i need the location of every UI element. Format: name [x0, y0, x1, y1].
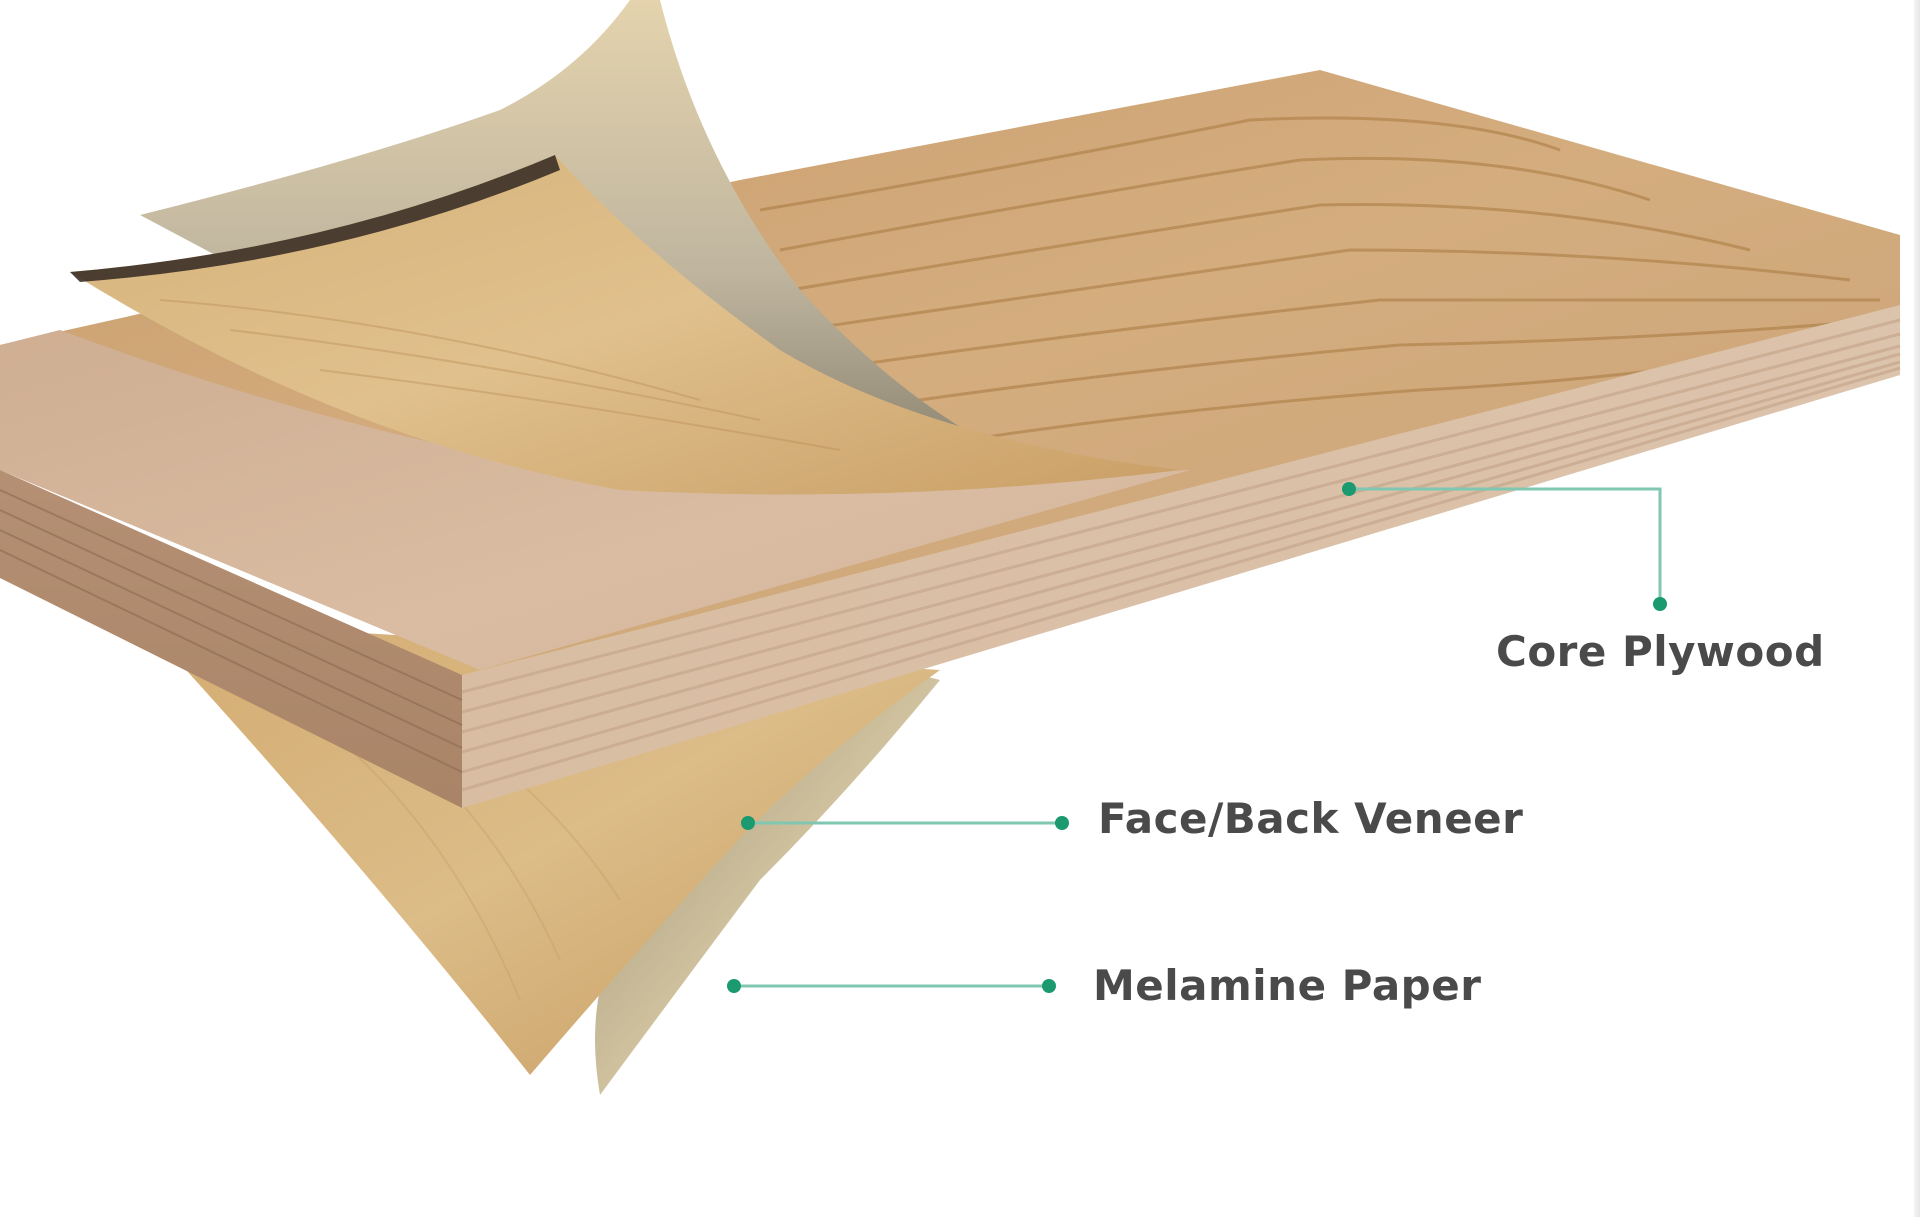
label-melamine-paper: Melamine Paper — [1093, 961, 1482, 1010]
leader-face-back-veneer — [741, 816, 1069, 830]
bottom-melamine-paper — [595, 670, 940, 1095]
top-veneer-dark-edge — [70, 155, 560, 282]
board-front-edge — [462, 305, 1900, 808]
board-left-edge — [0, 345, 462, 808]
leader-core-plywood — [1342, 482, 1667, 611]
top-veneer-sheet — [70, 155, 1180, 495]
label-face-back-veneer: Face/Back Veneer — [1098, 794, 1524, 843]
label-core-plywood: Core Plywood — [1496, 627, 1825, 676]
leader-melamine-paper — [727, 979, 1056, 993]
core-exposed-face — [0, 330, 1190, 670]
image-border — [1914, 0, 1920, 1217]
